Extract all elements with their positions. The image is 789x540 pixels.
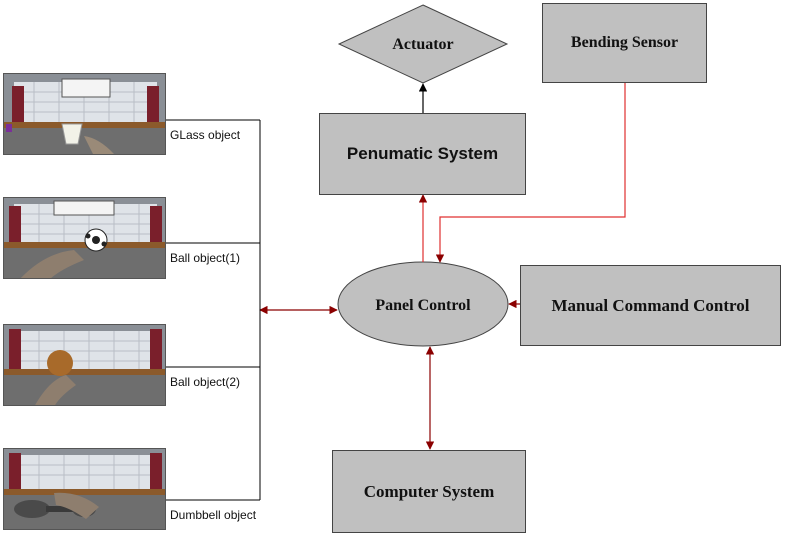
bending-sensor-box: Bending Sensor (542, 3, 707, 83)
actuator-label: Actuator (392, 36, 453, 53)
ball2-object-image (3, 324, 166, 406)
glass-object-image (3, 73, 166, 155)
actuator-diamond (337, 4, 509, 84)
ball1-object-caption: Ball object(1) (170, 251, 241, 265)
glass-object-caption: GLass object (170, 128, 241, 142)
ball1-object-image (3, 197, 166, 279)
computer-system-label: Computer System (363, 481, 495, 501)
sensor-to-panel-arrow (435, 83, 626, 263)
pneumatic-system-label: Penumatic System (346, 144, 499, 163)
ball2-object-caption: Ball object(2) (170, 375, 241, 389)
manual-command-control-label: Manual Command Control (551, 295, 750, 315)
manual-command-control-box: Manual Command Control (520, 265, 781, 346)
bending-sensor-label: Bending Sensor (570, 34, 679, 51)
pneumatic-system-box: Penumatic System (319, 113, 526, 195)
dumbbell-object-image (3, 448, 166, 530)
dumbbell-object-caption: Dumbbell object (170, 508, 257, 522)
panel-control-label: Panel Control (375, 297, 471, 314)
computer-system-box: Computer System (332, 450, 526, 533)
